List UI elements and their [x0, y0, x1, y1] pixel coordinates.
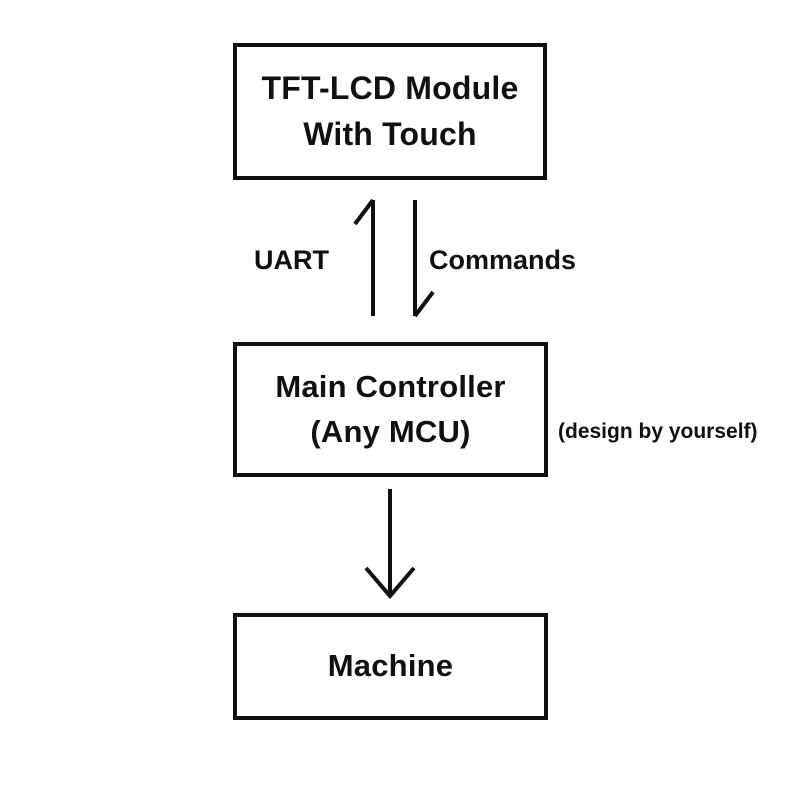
- edge-label-commands: Commands: [429, 245, 577, 275]
- node-main-controller[interactable]: Main Controller (Any MCU): [233, 342, 548, 477]
- arrow-controller-to-machine: [364, 489, 416, 600]
- node-machine[interactable]: Machine: [233, 613, 548, 720]
- arrow-uart-up-barb: [353, 198, 375, 226]
- node-main-controller-line-1: Main Controller: [275, 369, 506, 405]
- node-tft-lcd-module-line-2: With Touch: [303, 115, 477, 152]
- arrow-commands-down-barb: [413, 290, 435, 318]
- arrow-uart-up: [353, 198, 375, 316]
- node-machine-line-1: Machine: [327, 648, 454, 684]
- arrow-controller-to-machine-head: [364, 566, 416, 600]
- node-tft-lcd-module[interactable]: TFT-LCD Module With Touch: [233, 43, 547, 180]
- annotation-design-by-yourself: (design by yourself): [558, 420, 758, 443]
- node-tft-lcd-module-line-1: TFT-LCD Module: [261, 70, 519, 107]
- node-main-controller-line-2: (Any MCU): [310, 413, 471, 449]
- edge-label-uart: UART: [254, 245, 329, 275]
